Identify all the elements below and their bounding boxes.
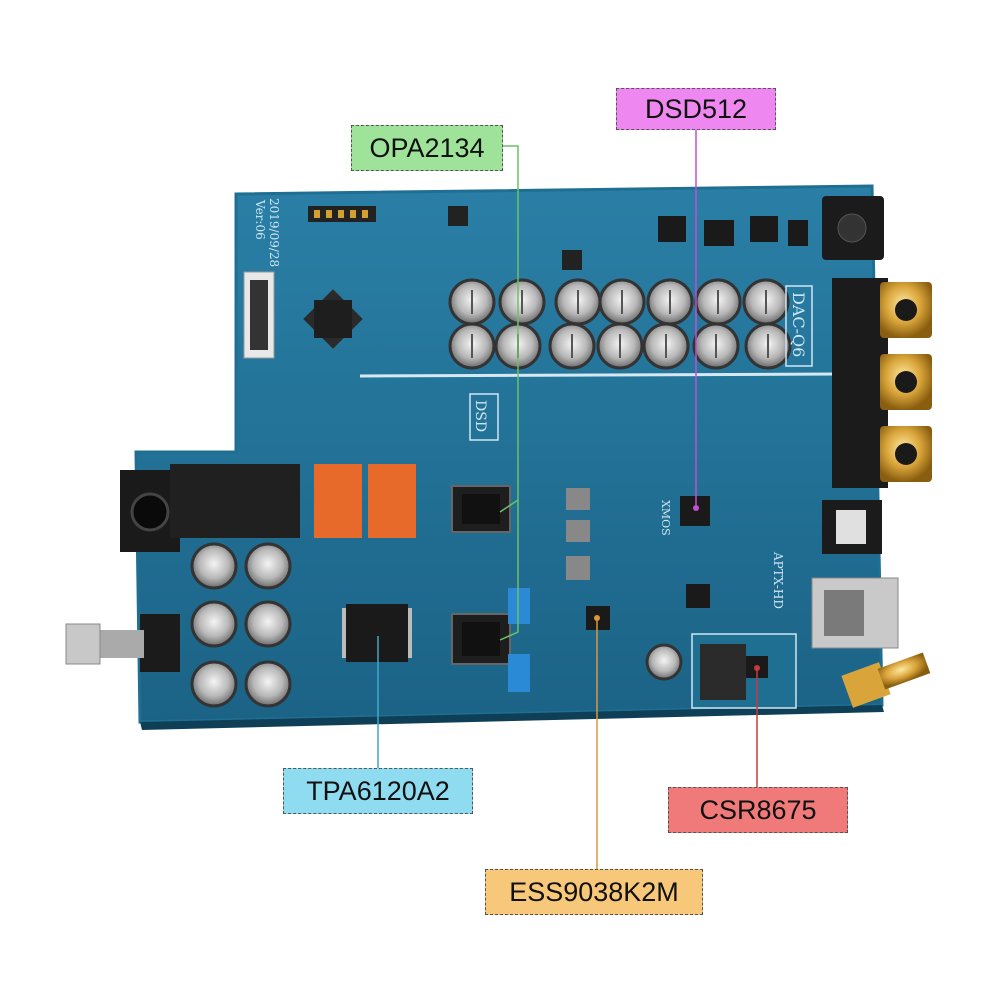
csr8675-shield xyxy=(700,644,746,700)
pcb-edge-shadow xyxy=(140,705,884,730)
tpa6120-chip xyxy=(346,604,408,662)
optical-port xyxy=(836,510,866,544)
crystal-2 xyxy=(566,520,590,542)
silk-version: Ver:06 xyxy=(253,199,267,240)
rca-output-connectors xyxy=(832,278,932,488)
callout-ess9038k2m: ESS9038K2M xyxy=(485,869,703,915)
capacitor-bank-left xyxy=(190,542,292,708)
dsd-logo-box xyxy=(469,393,499,441)
antenna-sma xyxy=(877,652,931,690)
dsd-logo: DSD xyxy=(472,400,488,432)
small-qfn-chip xyxy=(686,584,710,608)
aptx-silk: APTX-HD xyxy=(771,551,785,609)
relay-2 xyxy=(368,464,416,538)
crystal-1 xyxy=(566,488,590,510)
silk-date: 2019/09/28 xyxy=(267,198,281,267)
xmos-silk: XMOS xyxy=(659,500,672,536)
headphone-jack-hole xyxy=(130,492,170,532)
top-ic-1 xyxy=(448,206,468,226)
callout-tpa6120a2: TPA6120A2 xyxy=(283,768,473,814)
capacitor-vents-top xyxy=(471,290,769,358)
callout-csr8675: CSR8675 xyxy=(668,787,848,833)
dsd-leader-dot xyxy=(693,505,699,511)
xmos-chip xyxy=(680,496,710,526)
mcu-chip-body xyxy=(314,300,352,338)
model-silk: DAC-Q6 xyxy=(789,292,808,357)
volume-pot-knurl xyxy=(65,623,101,665)
csr-leader-dot xyxy=(754,665,760,671)
crystal-3 xyxy=(566,556,590,580)
opa-leader-line-2 xyxy=(499,500,519,641)
film-cap-1 xyxy=(508,588,530,624)
usb-port xyxy=(824,590,864,636)
antenna-connector xyxy=(841,662,891,708)
opa-leader-line xyxy=(499,145,519,513)
top-ic-2 xyxy=(562,250,582,270)
small-capacitor xyxy=(645,643,683,681)
pin-header-pins xyxy=(314,210,368,218)
regulator-2 xyxy=(704,220,734,246)
dc-jack-hole xyxy=(837,213,867,243)
regulator-1 xyxy=(658,216,686,242)
headphone-jack-body xyxy=(170,464,300,538)
opamp-chip-1 xyxy=(462,494,500,524)
relay-1 xyxy=(314,464,362,538)
model-silk-box xyxy=(785,285,813,367)
regulator-3 xyxy=(750,216,778,242)
volume-pot-shaft xyxy=(96,630,144,658)
volume-pot-body xyxy=(140,614,180,672)
callout-dsd512: DSD512 xyxy=(616,88,776,130)
callout-opa2134: OPA2134 xyxy=(351,125,503,171)
opamp-chip-2 xyxy=(462,622,500,656)
film-cap-2 xyxy=(508,654,530,692)
tpa6120-pins xyxy=(342,608,412,658)
lcd-connector-slot xyxy=(250,280,268,350)
board-divider xyxy=(359,372,839,378)
ess-leader-dot xyxy=(594,615,600,621)
regulator-4 xyxy=(788,220,808,246)
